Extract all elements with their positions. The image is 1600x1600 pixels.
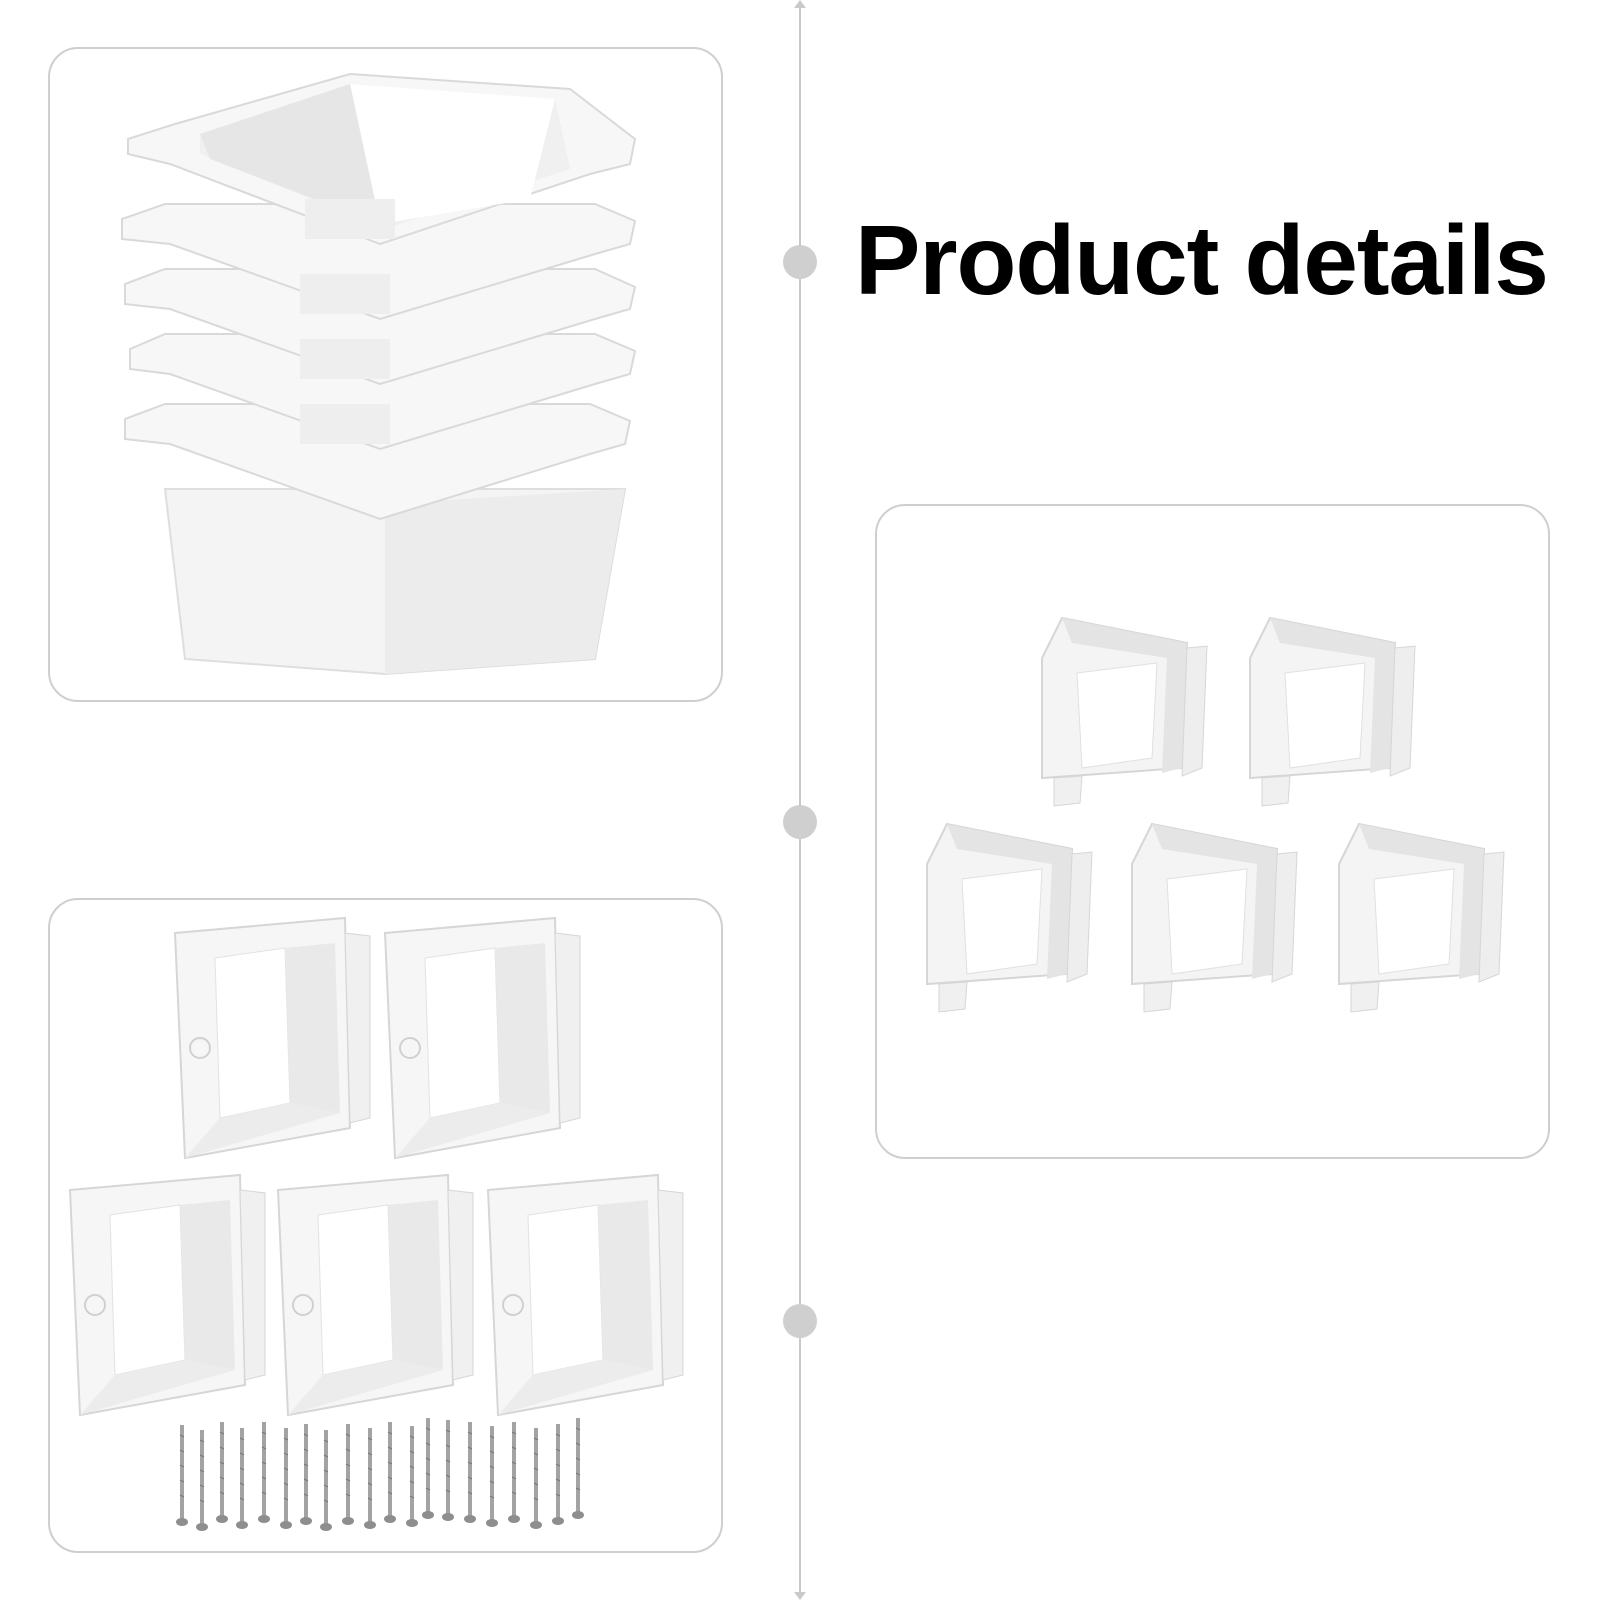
page-title: Product details bbox=[855, 205, 1549, 315]
product-image-panel bbox=[48, 898, 723, 1553]
box-extender bbox=[277, 1174, 474, 1416]
product-image-panel bbox=[875, 504, 1550, 1159]
five-box-extenders-with-screws-image bbox=[69, 917, 684, 1532]
box-extender bbox=[69, 1174, 266, 1416]
timeline-line bbox=[799, 6, 801, 1594]
box-extender bbox=[926, 823, 1093, 1013]
box-extender bbox=[174, 917, 371, 1159]
product-image-panel bbox=[48, 47, 723, 702]
screws-group bbox=[175, 1417, 585, 1532]
timeline-divider bbox=[794, 0, 806, 1600]
box-extender bbox=[1131, 823, 1298, 1013]
box-extender bbox=[1041, 617, 1208, 807]
box-extender bbox=[384, 917, 581, 1159]
box-rim bbox=[124, 268, 637, 386]
box-extender bbox=[1249, 617, 1416, 807]
box-extender bbox=[1338, 823, 1505, 1013]
timeline-dot bbox=[783, 1304, 817, 1338]
box-extender bbox=[487, 1174, 684, 1416]
stacked-box-extenders-image bbox=[121, 72, 637, 676]
timeline-arrow-up-icon bbox=[794, 0, 806, 8]
timeline-dot bbox=[783, 245, 817, 279]
timeline-arrow-down-icon bbox=[794, 1592, 806, 1600]
five-box-extenders-angled-image bbox=[926, 617, 1505, 1013]
timeline-dot bbox=[783, 805, 817, 839]
